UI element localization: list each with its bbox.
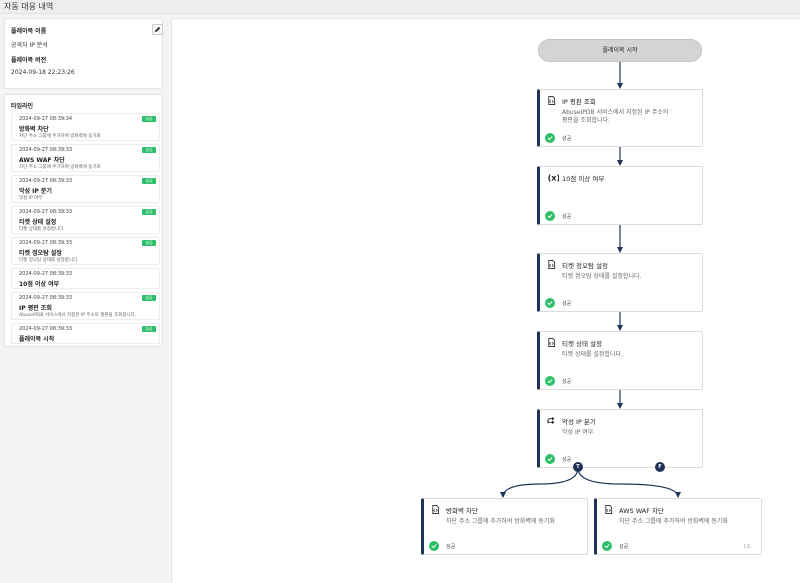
node-aws-waf-block[interactable]: AWS WAF 차단 차단 주소 그룹에 추가하여 방화벽에 동기화 성공 1초 (594, 498, 762, 555)
success-check-icon (545, 298, 555, 308)
timeline-desc: 차단 주소 그룹에 추가하여 방화벽에 동기화 (19, 165, 101, 170)
pencil-icon (154, 26, 161, 33)
node-status: 성공 (562, 214, 572, 220)
branch-icon (547, 416, 555, 425)
success-check-icon (602, 541, 612, 551)
timeline-item[interactable]: 2024-09-27 08:39:33 성공 티켓 상태 설정 티켓 상태를 설… (11, 206, 160, 234)
edit-button[interactable] (152, 24, 163, 35)
node-status: 성공 (562, 136, 572, 142)
timeline-item[interactable]: 2024-09-27 08:39:33 성공 티켓 정오탐 설정 티켓 정오탐 … (11, 237, 160, 265)
success-check-icon (545, 211, 555, 221)
node-ticket-status[interactable]: 티켓 상태 설정 티켓 상태를 설정합니다. 성공 (537, 331, 703, 390)
timeline-name: 티켓 상태 설정 (19, 219, 57, 226)
branch-true-badge: T (573, 462, 583, 472)
node-desc: 티켓 정오탐 상태를 설정합니다. (562, 273, 642, 280)
node-malicious-ip-branch[interactable]: 악성 IP 분기 악성 IP 여부 성공 (537, 409, 703, 468)
node-name: AWS WAF 차단 (619, 507, 664, 515)
timeline-item[interactable]: 2024-09-27 08:39:33 성공 AWS WAF 차단 차단 주소 … (11, 144, 160, 172)
node-firewall-block[interactable]: 방화벽 차단 차단 주소 그룹에 추가하여 방화벽에 동기화 성공 (421, 498, 588, 555)
node-name: 티켓 정오탐 설정 (562, 262, 608, 270)
timeline-name: 방화벽 차단 (19, 126, 49, 133)
playbook-info-panel: 플레이북 이름 공격자 IP 분석 플레이북 버전 2024-09-18 22:… (4, 18, 163, 89)
timeline-name: 티켓 정오탐 설정 (19, 250, 62, 257)
timeline-item[interactable]: 2024-09-27 08:39:34 성공 방화벽 차단 차단 주소 그룹에 … (11, 113, 160, 141)
page-title: 자동 대응 내역 (4, 2, 54, 11)
timeline-time: 2024-09-27 08:39:33 (19, 178, 73, 184)
timeline-name: AWS WAF 차단 (19, 157, 65, 164)
svg-text:(x): (x) (548, 173, 559, 182)
timeline-name: 10점 이상 여부 (19, 281, 60, 288)
variable-icon: (x) (548, 173, 559, 182)
node-score-check[interactable]: (x) 10점 이상 여부 성공 (537, 166, 703, 225)
timeline-item[interactable]: 2024-09-27 08:39:33 10점 이상 여부 (11, 268, 160, 289)
node-name: 티켓 상태 설정 (562, 340, 603, 348)
script-icon (548, 96, 556, 105)
start-node[interactable]: 플레이북 시작 (538, 39, 702, 62)
playbook-version-value: 2024-09-18 22:23:26 (11, 69, 75, 76)
timeline-time: 2024-09-27 08:39:33 (19, 295, 73, 301)
script-icon (605, 505, 613, 514)
node-duration: 1초 (743, 544, 751, 550)
timeline-desc: 악성 IP 여부 (19, 196, 43, 201)
node-name: 10점 이상 여부 (562, 175, 605, 183)
node-desc: 차단 주소 그룹에 추가하여 방화벽에 동기화 (446, 518, 555, 525)
timeline-time: 2024-09-27 08:39:33 (19, 147, 73, 153)
timeline-time: 2024-09-27 08:39:34 (19, 116, 73, 122)
node-desc: 티켓 상태를 설정합니다. (562, 351, 623, 358)
node-status: 성공 (562, 457, 572, 463)
playbook-name-value: 공격자 IP 분석 (11, 42, 48, 49)
timeline-desc: AbuseIPDB 서비스에서 지정된 IP 주소의 평판을 조회합니다. (19, 313, 137, 318)
timeline-desc: 티켓 상태를 설정합니다. (19, 227, 65, 232)
timeline-desc: 차단 주소 그룹에 추가하여 방화벽에 동기화 (19, 134, 101, 139)
node-ticket-falsepositive[interactable]: 티켓 정오탐 설정 티켓 정오탐 상태를 설정합니다. 성공 (537, 253, 703, 312)
script-icon (548, 260, 556, 269)
timeline-name: 악성 IP 분기 (19, 188, 52, 195)
timeline-desc: 티켓 정오탐 상태를 설정합니다. (19, 258, 79, 263)
status-badge: 성공 (142, 178, 156, 184)
page-header: 자동 대응 내역 (0, 0, 800, 14)
node-status: 성공 (562, 301, 572, 307)
status-badge: 성공 (142, 147, 156, 153)
status-badge: 성공 (142, 116, 156, 122)
node-status: 성공 (619, 544, 629, 550)
node-status: 성공 (562, 379, 572, 385)
node-name: 악성 IP 분기 (562, 418, 596, 426)
script-icon (432, 505, 440, 514)
timeline-time: 2024-09-27 08:39:33 (19, 326, 73, 332)
script-icon (548, 338, 556, 347)
status-badge: 성공 (142, 326, 156, 332)
playbook-version-label: 플레이북 버전 (11, 57, 47, 64)
status-badge: 성공 (142, 209, 156, 215)
success-check-icon (429, 541, 439, 551)
node-name: 방화벽 차단 (446, 507, 478, 515)
timeline-title: 타임라인 (11, 103, 34, 110)
node-name: IP 평판 조회 (562, 98, 596, 106)
node-desc: 차단 주소 그룹에 추가하여 방화벽에 동기화 (619, 518, 728, 525)
branch-false-badge: F (655, 462, 665, 472)
status-badge: 성공 (142, 295, 156, 301)
success-check-icon (545, 376, 555, 386)
timeline-panel: 타임라인 2024-09-27 08:39:34 성공 방화벽 차단 차단 주소… (4, 94, 163, 347)
timeline-item[interactable]: 2024-09-27 08:39:33 성공 IP 평판 조회 AbuseIPD… (11, 292, 160, 320)
timeline-time: 2024-09-27 08:39:33 (19, 271, 73, 277)
status-badge: 성공 (142, 240, 156, 246)
timeline-name: 플레이북 시작 (19, 336, 55, 343)
timeline-item[interactable]: 2024-09-27 08:39:33 성공 악성 IP 분기 악성 IP 여부 (11, 175, 160, 203)
success-check-icon (545, 133, 555, 143)
success-check-icon (545, 454, 555, 464)
timeline-name: IP 평판 조회 (19, 305, 52, 312)
node-status: 성공 (446, 544, 456, 550)
timeline-time: 2024-09-27 08:39:33 (19, 209, 73, 215)
timeline-item[interactable]: 2024-09-27 08:39:33 성공 플레이북 시작 (11, 323, 160, 344)
playbook-name-label: 플레이북 이름 (11, 28, 47, 35)
timeline-time: 2024-09-27 08:39:33 (19, 240, 73, 246)
node-desc: 악성 IP 여부 (562, 429, 594, 436)
